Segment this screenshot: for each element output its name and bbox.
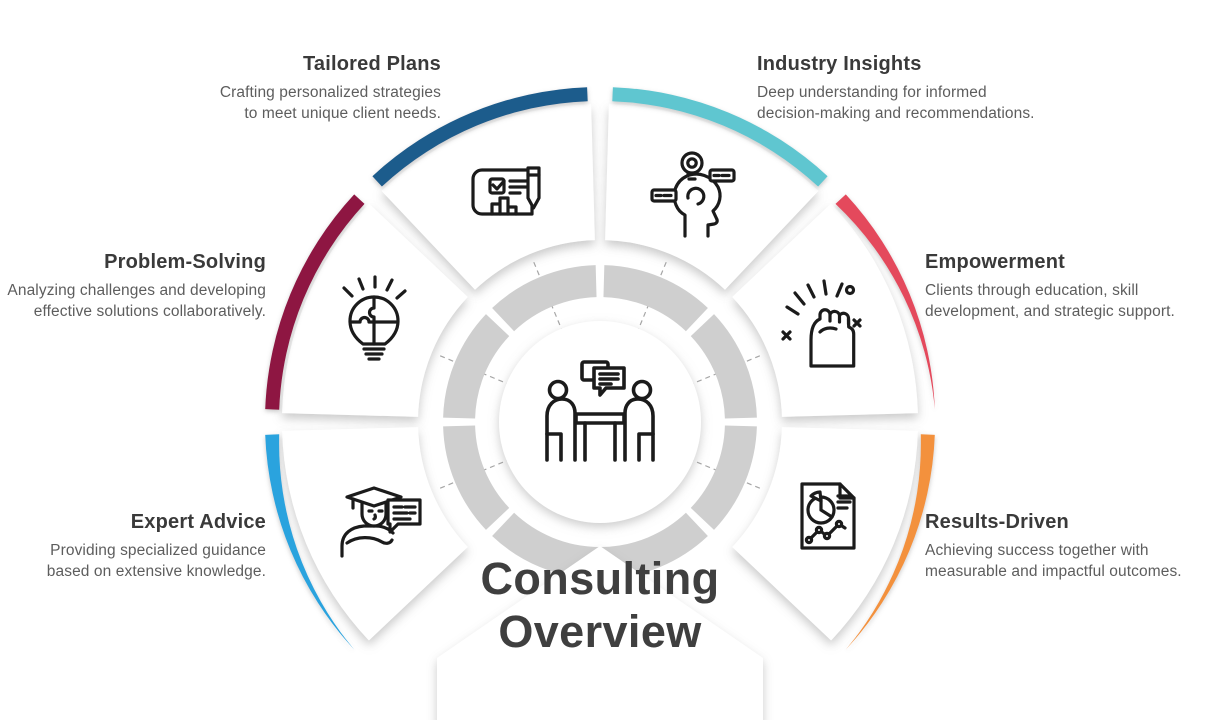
icon-stroke [392, 505, 417, 521]
label-tailored-plans: Tailored Plans Crafting personalized str… [141, 52, 441, 125]
graduate-advisor-icon [340, 486, 422, 558]
icon-stroke [362, 347, 386, 361]
icon-stroke [545, 397, 577, 462]
arc-industry-insights [612, 87, 828, 187]
icon-stroke [598, 372, 620, 386]
icon-stroke [342, 275, 407, 300]
label-empowerment: Empowerment Clients through education, s… [925, 250, 1210, 323]
icon-stroke [637, 432, 655, 462]
segment-empowerment [732, 194, 935, 417]
consultation-discussion-icon [545, 360, 655, 462]
petal-expert-advice [282, 427, 468, 641]
segment-heading: Expert Advice [130, 511, 266, 533]
icon-stroke [836, 494, 852, 510]
icon-stroke [804, 535, 814, 545]
icon-stroke [686, 172, 698, 181]
icon-stroke [574, 412, 626, 425]
report-chart-icon [800, 482, 856, 550]
segment-description-line: effective solutions collaboratively. [33, 302, 266, 320]
arc-expert-advice [265, 434, 355, 650]
segment-description-line: decision-making and recommendations. [757, 104, 1035, 122]
arc-results-driven [845, 434, 935, 650]
icon-stroke [367, 509, 384, 521]
icon-stroke [526, 166, 541, 210]
segment-problem-solving [265, 194, 468, 417]
label-expert-advice: Expert Advice Providing specialized guid… [6, 510, 266, 583]
segment-description-line: to meet unique client needs. [244, 104, 441, 122]
segment-description-line: based on extensive knowledge. [46, 562, 266, 580]
icon-stroke [631, 379, 653, 401]
icon-stroke [545, 432, 563, 462]
segment-description-line: Deep understanding for informed [757, 84, 987, 101]
icon-stroke [491, 179, 506, 191]
icon-stroke [490, 196, 518, 216]
icon-stroke [547, 379, 569, 401]
segment-description-line: development, and strategic support. [925, 302, 1175, 320]
label-industry-insights: Industry Insights Deep understanding for… [757, 52, 1087, 125]
icon-stroke [488, 177, 506, 195]
segment-description-line: Clients through education, skill [925, 282, 1139, 299]
page-title-line2: Overview [498, 606, 702, 658]
icon-stroke [828, 313, 851, 326]
segment-heading: Industry Insights [757, 53, 922, 75]
ring-segment [492, 265, 597, 332]
icon-stroke [834, 519, 844, 529]
arc-tailored-plans [372, 87, 588, 187]
segment-description-line: Crafting personalized strategies [219, 84, 441, 101]
segment-heading: Empowerment [925, 251, 1066, 273]
icon-stroke [818, 326, 838, 334]
ring-segment [443, 425, 510, 530]
icon-stroke [680, 151, 704, 175]
arc-problem-solving [265, 194, 365, 410]
icon-stroke [781, 318, 862, 341]
segment-description-line: Providing specialized guidance [50, 542, 266, 559]
icon-stroke [345, 536, 394, 545]
strategy-blueprint-icon [471, 166, 541, 216]
segment-description-line: Achieving success together with [925, 542, 1149, 559]
icon-stroke [809, 308, 856, 368]
icon-stroke [822, 531, 832, 541]
icon-stroke [348, 315, 400, 324]
label-problem-solving: Problem-Solving Analyzing challenges and… [0, 250, 266, 323]
ring-segment [443, 314, 510, 419]
segment-description-line: measurable and impactful outcomes. [925, 562, 1182, 580]
ring-segment [690, 425, 757, 530]
puzzle-bulb-icon [342, 275, 407, 361]
page-title: Consulting Overview [400, 552, 800, 658]
icon-stroke [508, 179, 529, 195]
center-ring [443, 265, 757, 579]
icon-stroke [583, 421, 617, 462]
icon-stroke [686, 186, 706, 206]
raised-fist-icon [781, 279, 862, 368]
icon-stroke [844, 284, 856, 296]
icon-stroke [367, 295, 376, 346]
segment-description-line: Analyzing challenges and developing [7, 282, 266, 299]
ring-segment [690, 314, 757, 419]
icon-stroke [838, 482, 856, 500]
icon-stroke [623, 397, 655, 462]
icon-stroke [785, 279, 844, 316]
segment-expert-advice [265, 427, 468, 650]
title-backdrop [437, 546, 763, 720]
segment-tailored-plans [372, 87, 595, 290]
segment-heading: Problem-Solving [104, 251, 266, 273]
page-title-line1: Consulting [480, 553, 720, 604]
label-results-driven: Results-Driven Achieving success togethe… [925, 510, 1212, 583]
insight-mind-icon [650, 151, 736, 238]
segment-heading: Results-Driven [925, 511, 1069, 533]
icon-stroke [686, 157, 698, 169]
ring-segment [603, 265, 708, 332]
segment-industry-insights [605, 87, 828, 290]
icon-stroke [809, 490, 823, 503]
segment-heading: Tailored Plans [302, 53, 441, 75]
icon-stroke [814, 525, 824, 535]
segment-results-driven [732, 427, 935, 650]
